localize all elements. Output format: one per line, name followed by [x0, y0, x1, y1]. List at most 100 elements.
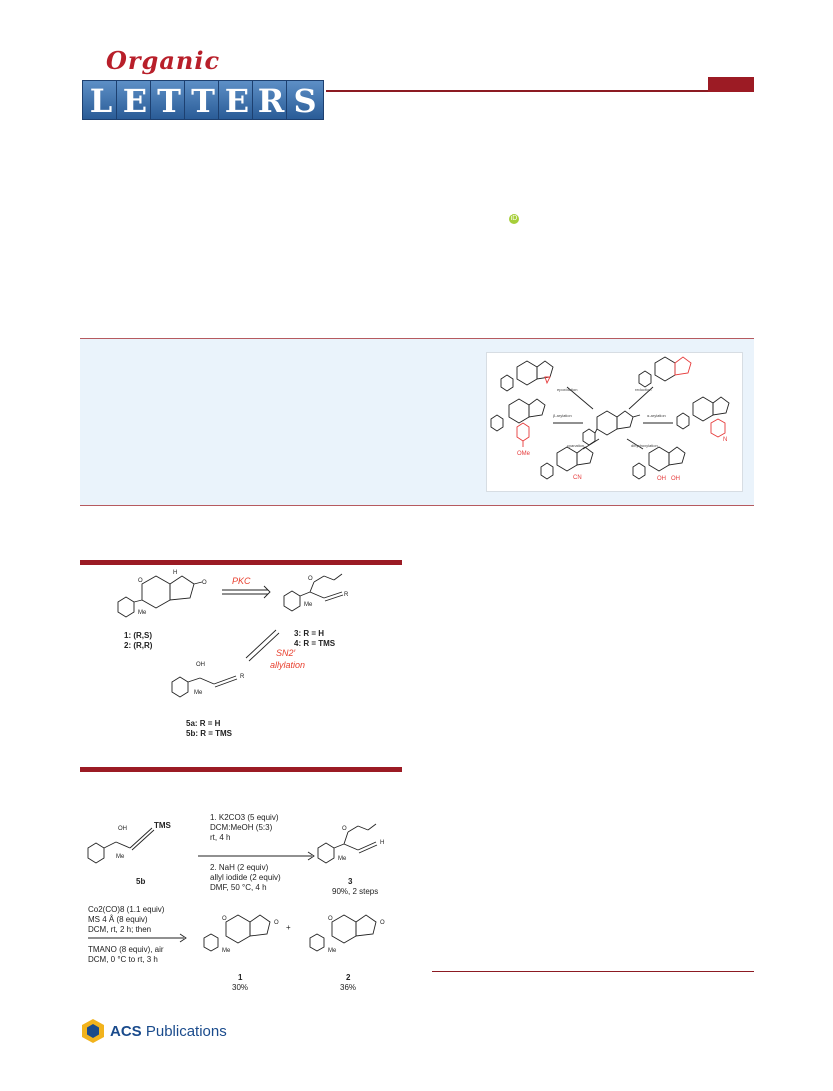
scheme1-bar: [80, 767, 402, 772]
atom-me: Me: [304, 602, 313, 608]
figure1-svg: O H O Me PKC O R Me 1: (R,S) 2: (R,R) 3:…: [117, 570, 349, 738]
toc-label-cyanation: cyanation: [567, 443, 584, 448]
toc-label-alpha-arylation: α-arylation: [647, 413, 666, 418]
product-3-label: 3: [348, 877, 353, 886]
product-1-molecule: O O Me: [203, 914, 279, 954]
logo-letter: S: [286, 80, 324, 120]
atom-oh: OH: [196, 662, 205, 668]
allylation-label: allylation: [270, 660, 305, 670]
product-2-yield: 36%: [340, 983, 356, 992]
compound-5b-label: 5b: R = TMS: [186, 729, 233, 738]
atom-carbonyl-o: O: [274, 920, 279, 926]
atom-o: O: [328, 916, 333, 922]
compound-5b-label: 5b: [136, 877, 145, 886]
compound-1-label: 1: (R,S): [124, 631, 152, 640]
acs-word: ACS: [110, 1023, 142, 1040]
acs-logo-icon: [82, 1019, 104, 1043]
step1-line: rt, 4 h: [210, 833, 230, 842]
toc-oh-label: OH: [671, 476, 680, 482]
product-3-yield: 90%, 2 steps: [332, 887, 378, 896]
publications-word: Publications: [145, 1023, 227, 1040]
enyne-molecule: O R Me: [283, 573, 349, 612]
orcid-icon[interactable]: iD: [509, 214, 519, 224]
compound-3-label: 3: R = H: [294, 629, 324, 638]
conditions-a-line: DCM, rt, 2 h; then: [88, 925, 151, 934]
atom-o: O: [342, 826, 347, 832]
conditions-a-line: MS 4 Å (8 equiv): [88, 915, 148, 924]
alkynol-molecule: OH R Me: [171, 662, 245, 698]
header-rule: [326, 90, 754, 92]
toc-reduction-product: [638, 356, 692, 388]
conditions-b-line: DCM, 0 °C to rt, 3 h: [88, 955, 158, 964]
step1-line: DCM:MeOH (5:3): [210, 823, 273, 832]
pkc-label: PKC: [232, 576, 251, 586]
toc-epoxide-product: [500, 360, 554, 392]
step1-line: 1. K2CO3 (5 equiv): [210, 813, 279, 822]
step2-line: allyl iodide (2 equiv): [210, 873, 281, 882]
atom-o: O: [308, 576, 313, 582]
start-molecule: OH TMS Me: [87, 821, 172, 864]
logo-letter: L: [82, 80, 120, 120]
figure1-retrosynthesis: O H O Me PKC O R Me 1: (R,S) 2: (R,R) 3:…: [80, 566, 402, 766]
toc-oh-label: OH: [657, 476, 666, 482]
toc-cyanation-product: [540, 446, 594, 480]
logo-letter: R: [252, 80, 290, 120]
scheme1-svg: OH TMS Me 5b 1. K2CO3 (5 equiv) DCM:MeOH…: [87, 813, 385, 992]
toc-cn-label: CN: [573, 475, 582, 481]
product-2-molecule: O O Me: [309, 914, 385, 954]
toc-ome-label: OMe: [517, 451, 531, 457]
compound-4-label: 4: R = TMS: [294, 639, 336, 648]
header-tab: [708, 77, 754, 92]
atom-oh: OH: [118, 826, 127, 832]
product-1-yield: 30%: [232, 983, 248, 992]
atom-me: Me: [194, 690, 203, 696]
logo-script-word: Organic: [106, 46, 221, 75]
atom-me: Me: [222, 948, 231, 954]
conditions-a-line: Co2(CO)8 (1.1 equiv): [88, 905, 165, 914]
step2-line: 2. NaH (2 equiv): [210, 863, 269, 872]
tms-label: TMS: [154, 821, 172, 830]
conditions-b-line: TMANO (8 equiv), air: [88, 945, 164, 954]
footnote-rule: [432, 971, 754, 972]
toc-label-epoxidation: epoxidation: [557, 387, 577, 392]
atom-carbonyl-o: O: [202, 580, 207, 586]
logo-letter: T: [150, 80, 188, 120]
toc-graphic-svg: epoxidation reduction β-arylation α-aryl…: [490, 356, 730, 482]
toc-dihydroxylation-product: [632, 446, 686, 480]
compound-2-label: 2: (R,R): [124, 641, 153, 650]
toc-beta-arylation-product: [490, 398, 546, 447]
toc-arrows: [553, 386, 673, 450]
toc-center-molecule: [582, 410, 641, 446]
toc-label-dihydroxylation: dihydroxylation: [631, 443, 658, 448]
sn2-label: SN2′: [276, 648, 296, 658]
product-3-molecule: O H Me: [317, 823, 384, 864]
atom-carbonyl-o: O: [380, 920, 385, 926]
atom-me: Me: [338, 856, 347, 862]
logo-letter: T: [184, 80, 222, 120]
step2-line: DMF, 50 °C, 4 h: [210, 883, 267, 892]
atom-h: H: [380, 840, 384, 846]
atom-o: O: [138, 578, 143, 584]
logo-letter: E: [218, 80, 256, 120]
toc-graphic: epoxidation reduction β-arylation α-aryl…: [486, 352, 743, 492]
product-1-label: 1: [238, 973, 243, 982]
atom-r: R: [344, 592, 349, 598]
atom-r: R: [240, 674, 245, 680]
atom-me: Me: [138, 610, 147, 616]
acs-publications-logo[interactable]: ACS Publications: [110, 1023, 227, 1040]
figure1-bar: [80, 560, 402, 565]
logo-letter: E: [116, 80, 154, 120]
toc-label-reduction: reduction: [635, 387, 651, 392]
atom-o: O: [222, 916, 227, 922]
toc-alpha-arylation-product: [676, 396, 730, 438]
atom-me: Me: [328, 948, 337, 954]
toc-n-label: N: [723, 437, 727, 443]
toc-label-beta-arylation: β-arylation: [553, 413, 572, 418]
product-2-label: 2: [346, 973, 351, 982]
atom-me: Me: [116, 854, 125, 860]
scheme1-synthesis: OH TMS Me 5b 1. K2CO3 (5 equiv) DCM:MeOH…: [80, 772, 402, 1002]
plus-sign: +: [286, 923, 291, 932]
atom-h: H: [173, 570, 177, 576]
compound-5a-label: 5a: R = H: [186, 719, 221, 728]
target-molecule: O H O Me: [117, 570, 207, 618]
